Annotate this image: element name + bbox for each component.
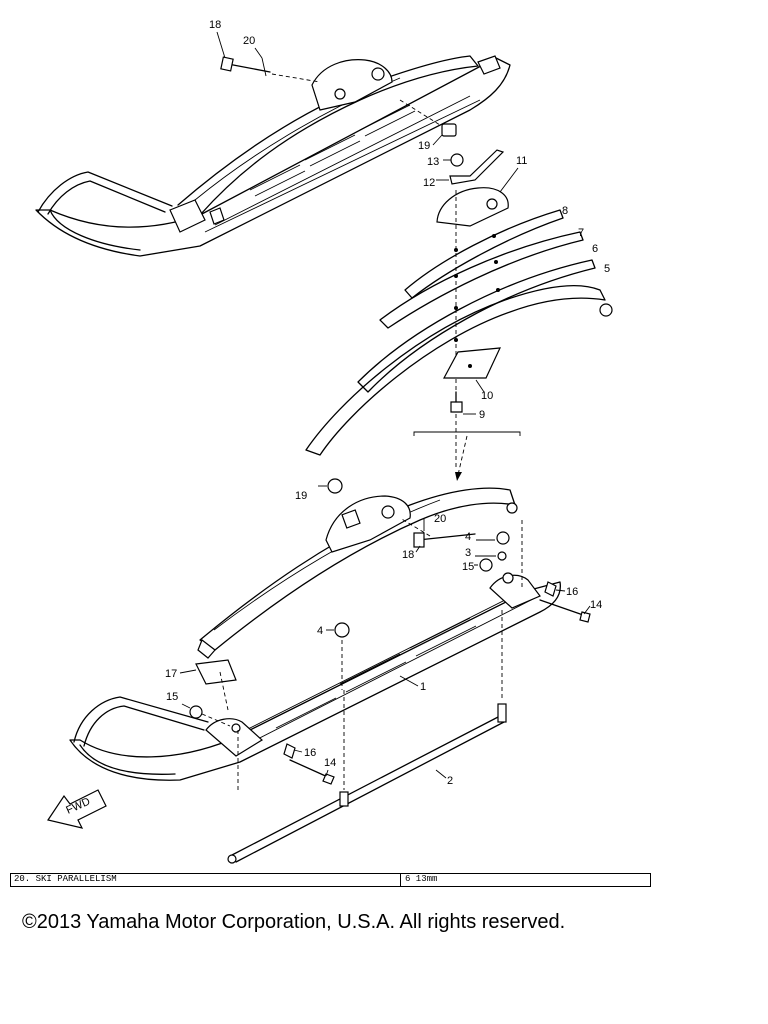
callout-12: 12 — [423, 177, 435, 189]
upper-ski — [35, 55, 511, 257]
callout-16-front: 16 — [304, 747, 316, 759]
callout-16-rear: 16 — [566, 586, 578, 598]
callout-11: 11 — [516, 155, 527, 167]
callout-3: 3 — [465, 547, 471, 559]
copyright-notice: ©2013 Yamaha Motor Corporation, U.S.A. A… — [22, 911, 566, 933]
callout-1: 1 — [420, 681, 426, 693]
callout-15-rear: 15 — [462, 561, 474, 573]
callout-5: 5 — [604, 263, 610, 275]
ski-assembly-exploded-diagram: FWD 18 20 19 13 12 11 8 7 6 5 10 9 19 20… — [35, 19, 613, 864]
lower-ski: FWD — [47, 478, 591, 864]
callout-17: 17 — [165, 668, 177, 680]
callout-15-front: 15 — [166, 691, 178, 703]
callout-6: 6 — [592, 243, 598, 255]
spec-item-label: 20. SKI PARALLELISM — [11, 874, 401, 886]
callout-2: 2 — [447, 775, 453, 787]
callout-19-upper: 19 — [418, 140, 430, 152]
callout-7: 7 — [578, 227, 584, 239]
callout-18-lower: 18 — [402, 549, 414, 561]
spec-table-row: 20. SKI PARALLELISM 6 13mm — [10, 873, 651, 887]
leaf-spring-exploded-parts — [305, 149, 613, 481]
callout-8: 8 — [562, 205, 568, 217]
callout-18-upper: 18 — [209, 19, 221, 31]
callout-13: 13 — [427, 156, 439, 168]
callout-20-upper: 20 — [243, 35, 255, 47]
front-direction-arrow-icon — [47, 789, 107, 829]
callout-4-center: 4 — [317, 625, 323, 637]
callout-9: 9 — [479, 409, 485, 421]
callout-20-lower: 20 — [434, 513, 446, 525]
callout-19-lower: 19 — [295, 490, 307, 502]
callout-4-rear: 4 — [465, 531, 471, 543]
callout-14-front: 14 — [324, 757, 336, 769]
callout-10: 10 — [481, 390, 493, 402]
spec-item-value: 6 13mm — [405, 874, 438, 884]
callout-14-rear: 14 — [590, 599, 602, 611]
callout-labels: 18 20 19 13 12 11 8 7 6 5 10 9 19 20 18 … — [165, 19, 610, 787]
